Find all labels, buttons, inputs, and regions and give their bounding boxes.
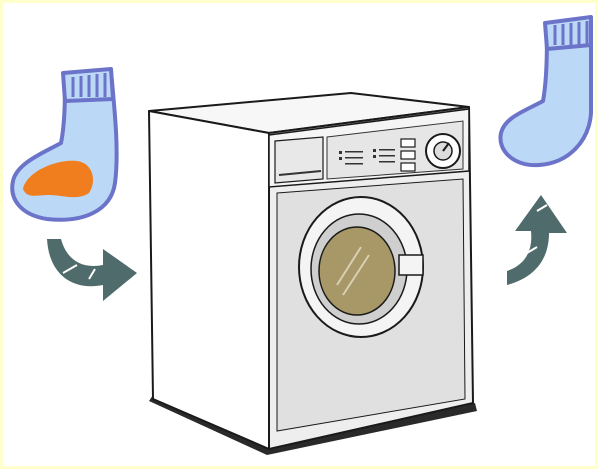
washing-machine-icon <box>149 93 477 455</box>
arrow-right-icon <box>47 239 137 301</box>
illustration-canvas <box>3 3 595 466</box>
dirty-sock-icon <box>12 69 116 220</box>
arrow-up-icon <box>507 195 567 285</box>
clean-sock-icon <box>500 17 591 165</box>
